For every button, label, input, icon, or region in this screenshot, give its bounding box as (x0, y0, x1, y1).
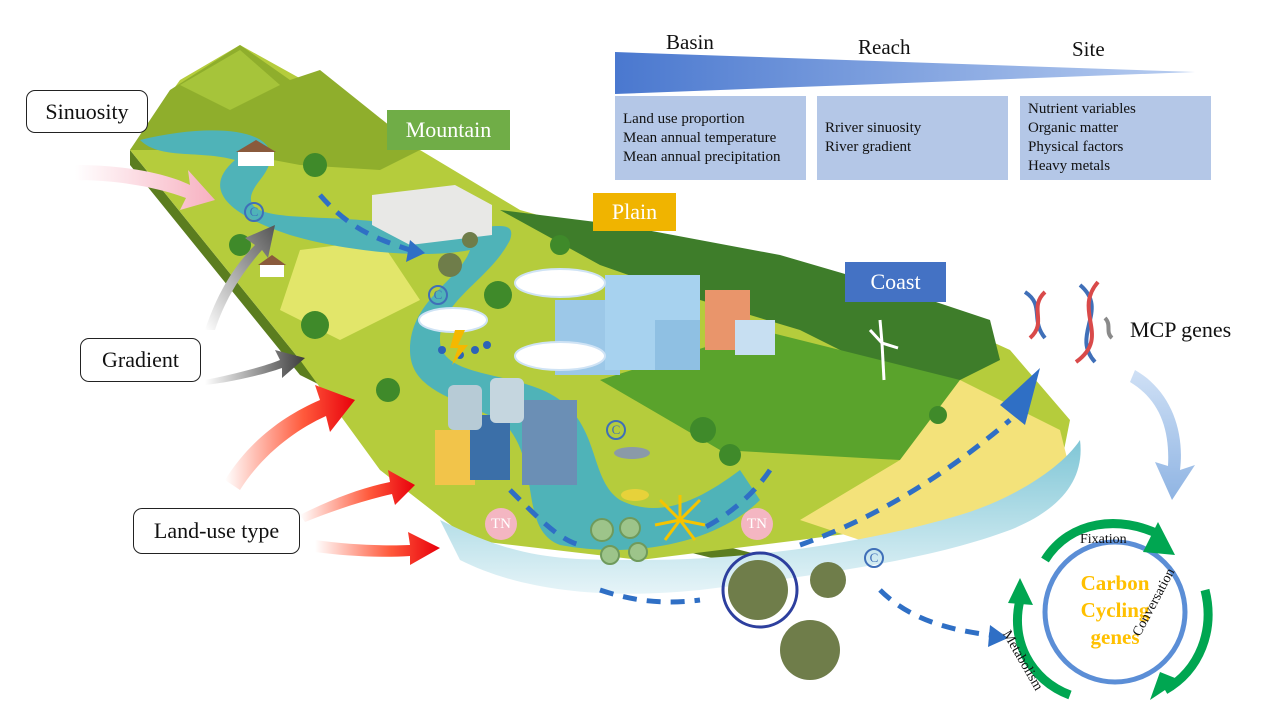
carbon-cycling-title: Carbon Cycling genes (1050, 570, 1180, 651)
flow-arrowhead-coast (1000, 368, 1040, 425)
cycle-arrowhead-fixation (1143, 522, 1175, 555)
mcp-arrow (1130, 370, 1195, 500)
site-variable: Physical factors (1028, 139, 1124, 155)
scale-wedge (615, 52, 1195, 94)
sea (440, 440, 1081, 594)
cycle-arrowhead-metabolism (1008, 578, 1033, 605)
flow-arrow-mountain (318, 193, 411, 253)
fish-icon-yellow (621, 489, 649, 501)
basin-variable: Mean annual precipitation (623, 148, 781, 165)
reach-variables-box: Rriver sinuosity River gradient (817, 96, 1008, 180)
tn-badge: TN (741, 508, 773, 540)
site-variable: Nutrient variables (1028, 101, 1136, 117)
flow-arrowhead (406, 240, 425, 262)
fish-icon (614, 447, 650, 459)
region-plain: Plain (593, 193, 676, 231)
cycle-arrow-fixation (1041, 519, 1163, 563)
site-variable: Heavy metals (1028, 158, 1111, 174)
center-line: Carbon (1080, 571, 1150, 595)
sinuosity-label: Sinuosity (26, 90, 148, 133)
land-use-arrow-1 (225, 385, 355, 490)
center-line: genes (1090, 625, 1140, 649)
sinuosity-arrow (75, 165, 215, 210)
gradient-label: Gradient (80, 338, 201, 382)
mountain-highlight (180, 50, 280, 110)
mcp-genes-label: MCP genes (1130, 317, 1232, 342)
factory-low (735, 320, 775, 355)
river (140, 130, 760, 550)
flow-arrow-coast-up (799, 418, 1012, 548)
region-coast: Coast (845, 262, 946, 302)
region-mountain: Mountain (387, 110, 510, 150)
basin-variable: Land use proportion (623, 110, 745, 127)
scale-reach-label: Reach (858, 35, 911, 59)
carbon-marker: C (606, 420, 626, 440)
factory-block (655, 320, 700, 370)
tn-badge: TN (485, 508, 517, 540)
reach-variable: River gradient (825, 139, 912, 155)
cycle-ring (1042, 539, 1188, 685)
land-use-arrow-3 (315, 532, 440, 565)
dna-icon (1023, 280, 1114, 364)
basin-variable: Mean annual temperature (623, 129, 777, 146)
cycle-arrow-metabolism (1012, 598, 1072, 700)
algae-icon (654, 495, 706, 541)
flow-arrowhead-cycle (988, 625, 1008, 647)
gradient-arrow (205, 350, 305, 385)
carbon-marker: C (428, 285, 448, 305)
site-variables-box: Nutrient variables Organic matter Physic… (1020, 96, 1211, 180)
microbe-icon (590, 517, 648, 565)
flow-arrow-virus (599, 587, 701, 605)
city-tank (448, 385, 482, 430)
scale-basin-label: Basin (666, 30, 714, 54)
city-tank-2 (490, 378, 524, 423)
warehouse (372, 185, 492, 245)
basin-variables-box: Land use proportion Mean annual temperat… (615, 96, 806, 180)
gradient-arrow-up (205, 225, 275, 330)
site-variable: Organic matter (1028, 120, 1119, 136)
city-building-grey (522, 400, 577, 485)
land-use-arrow-2 (300, 470, 415, 522)
reach-variable: Rriver sinuosity (825, 120, 922, 136)
cycle-arrowhead-conversation (1150, 672, 1180, 700)
flow-arrow-coast (698, 468, 773, 533)
flow-arrow-tn (508, 488, 581, 548)
center-line: Cycling (1080, 598, 1150, 622)
fixation-label: Fixation (1080, 532, 1127, 547)
virus-highlight-ring (721, 551, 799, 629)
house (236, 140, 276, 166)
lightning-icon (450, 330, 468, 365)
house-small (258, 255, 286, 277)
carbon-marker: C (244, 202, 264, 222)
scale-site-label: Site (1072, 37, 1105, 61)
flow-arrow-cycle (878, 588, 991, 638)
carbon-marker: C (864, 548, 884, 568)
land-use-label: Land-use type (133, 508, 300, 554)
city-building-yellow (435, 430, 475, 485)
virus-icon (438, 232, 846, 680)
trees (229, 153, 947, 466)
wind-turbine (868, 319, 899, 381)
cloud (418, 268, 606, 371)
